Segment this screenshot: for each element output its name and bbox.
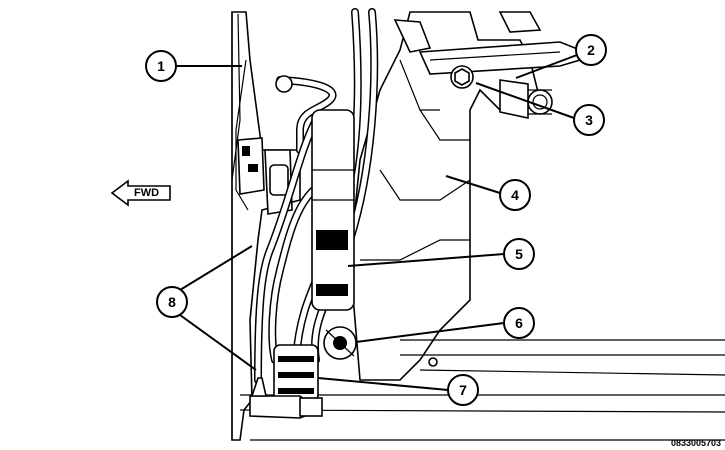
lower-connector xyxy=(249,377,323,419)
leader-6 xyxy=(355,322,505,343)
leader-7 xyxy=(317,377,449,391)
svg-text:1: 1 xyxy=(157,58,165,74)
bolt xyxy=(450,65,474,89)
callout-2: 2 xyxy=(575,34,607,66)
leader-5 xyxy=(347,253,505,267)
svg-text:2: 2 xyxy=(587,42,595,58)
svg-text:8: 8 xyxy=(168,294,176,310)
mounting-bracket xyxy=(237,137,293,215)
forward-direction-arrow: FWD xyxy=(110,179,171,207)
hose-clamp xyxy=(323,326,357,360)
callout-5: 5 xyxy=(503,238,535,270)
leader-8b xyxy=(179,314,257,371)
vent-hose xyxy=(275,75,337,154)
callout-6: 6 xyxy=(503,307,535,339)
frame-rail xyxy=(231,11,301,441)
svg-text:6: 6 xyxy=(515,315,523,331)
svg-text:FWD: FWD xyxy=(134,187,159,199)
svg-text:5: 5 xyxy=(515,246,523,262)
vapor-canister xyxy=(311,109,355,311)
leader-4 xyxy=(445,175,501,194)
svg-text:4: 4 xyxy=(511,187,519,203)
callout-7: 7 xyxy=(447,374,479,406)
leader-3 xyxy=(475,82,575,119)
fuel-filter xyxy=(273,344,319,402)
svg-text:7: 7 xyxy=(459,382,467,398)
frame-crossmember xyxy=(349,11,541,381)
callout-8: 8 xyxy=(156,286,188,318)
leader-2 xyxy=(515,54,578,79)
figure-id-label: 0833005703 xyxy=(670,438,721,448)
leader-8a xyxy=(179,245,253,291)
threaded-fitting xyxy=(499,79,553,119)
svg-text:3: 3 xyxy=(585,112,593,128)
callout-1: 1 xyxy=(145,50,177,82)
callout-4: 4 xyxy=(499,179,531,211)
callout-3: 3 xyxy=(573,104,605,136)
